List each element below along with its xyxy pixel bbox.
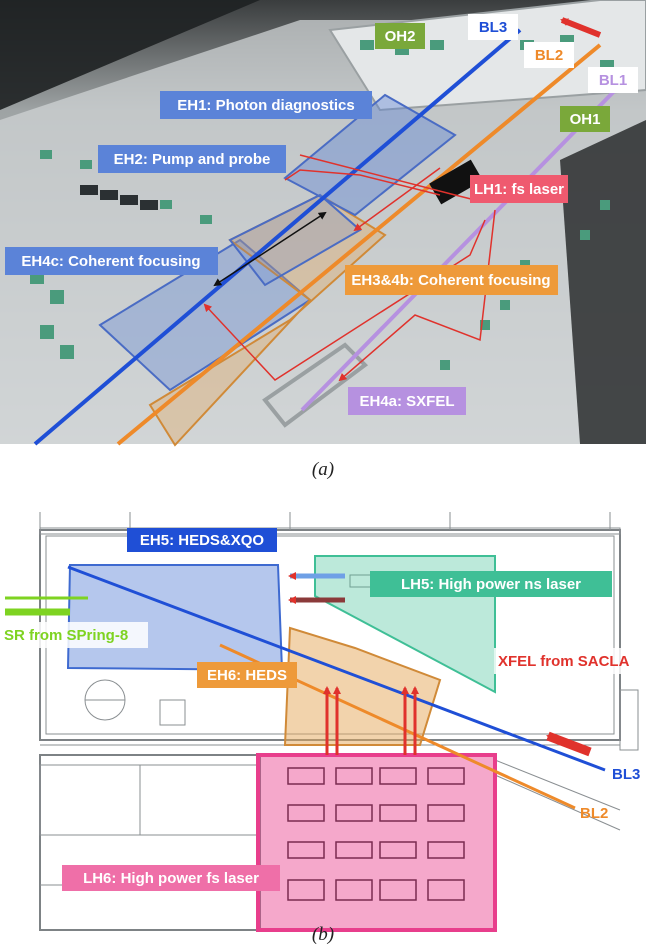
- label-xfel-text: XFEL from SACLA: [498, 653, 630, 670]
- xfel-arrow: [546, 731, 592, 757]
- laser-path-eh3: [203, 219, 486, 381]
- label-bl3: BL3: [468, 14, 518, 40]
- label-bl2-plan: BL2: [580, 805, 608, 822]
- dark-equipment-row: [80, 185, 158, 210]
- label-eh4a: EH4a: SXFEL: [348, 387, 466, 415]
- label-lh5-text: LH5: High power ns laser: [401, 576, 581, 593]
- hutch-eh6: [283, 626, 442, 746]
- laser-path-eh1: [299, 154, 476, 201]
- lh1-laser-unit: [429, 159, 483, 205]
- panel-a: OH2 BL3 BL2 BL1 OH1 EH1: Photon diagnost…: [0, 0, 646, 447]
- label-xfel: XFEL from SACLA: [494, 648, 642, 674]
- label-bl3-plan-text: BL3: [612, 766, 640, 783]
- label-eh5-text: EH5: HEDS&XQO: [140, 532, 265, 549]
- label-eh1-text: EH1: Photon diagnostics: [177, 97, 355, 114]
- label-eh3-4b-text: EH3&4b: Coherent focusing: [351, 272, 550, 289]
- label-sr: SR from SPring-8: [0, 622, 148, 648]
- hutch-eh1: [283, 93, 457, 217]
- beamline-bl3-plan: [67, 565, 606, 772]
- laser-path-lh1: [353, 167, 441, 232]
- label-lh5: LH5: High power ns laser: [370, 571, 612, 597]
- dark-upper-hall: [0, 0, 260, 110]
- dark-right-wall: [560, 120, 646, 444]
- label-bl1: BL1: [588, 67, 638, 93]
- label-lh1: LH1: fs laser: [470, 175, 568, 203]
- laser-path-eh2: [284, 169, 441, 196]
- label-eh4a-text: EH4a: SXFEL: [359, 393, 454, 410]
- label-bl2-plan-text: BL2: [580, 805, 608, 822]
- label-oh2-text: OH2: [385, 28, 416, 45]
- label-lh6-text: LH6: High power fs laser: [83, 870, 259, 887]
- label-eh2: EH2: Pump and probe: [98, 145, 286, 173]
- label-bl1-text: BL1: [599, 72, 627, 89]
- label-bl2-text: BL2: [535, 47, 563, 64]
- label-oh1-text: OH1: [570, 111, 601, 128]
- hutch-eh4a: [262, 342, 369, 428]
- label-eh3-4b: EH3&4b: Coherent focusing: [345, 265, 558, 295]
- label-eh6: EH6: HEDS: [197, 662, 297, 688]
- label-lh1-text: LH1: fs laser: [474, 181, 564, 198]
- label-oh1: OH1: [560, 106, 610, 132]
- label-eh5: EH5: HEDS&XQO: [127, 528, 277, 552]
- beamline-bl2: [116, 43, 602, 446]
- panel-b: EH5: HEDS&XQO LH5: High power ns laser S…: [0, 512, 642, 932]
- label-eh6-text: EH6: HEDS: [207, 667, 287, 684]
- hutch-eh5: [66, 564, 284, 672]
- label-bl3-text: BL3: [479, 19, 507, 36]
- label-eh1: EH1: Photon diagnostics: [160, 91, 372, 119]
- label-oh2: OH2: [375, 23, 425, 49]
- label-sr-text: SR from SPring-8: [4, 627, 128, 644]
- hutch-span-arrow: [213, 211, 327, 287]
- caption-b: (b): [312, 924, 334, 945]
- lh6-laser-tables: [287, 767, 465, 901]
- caption-a: (a): [312, 459, 334, 480]
- label-eh4c: EH4c: Coherent focusing: [5, 247, 218, 275]
- label-lh6: LH6: High power fs laser: [62, 865, 280, 891]
- label-eh4c-text: EH4c: Coherent focusing: [21, 253, 200, 270]
- label-bl2: BL2: [524, 42, 574, 68]
- incoming-beam-arrow: [560, 17, 602, 38]
- label-bl3-plan: BL3: [612, 766, 640, 783]
- label-eh2-text: EH2: Pump and probe: [114, 151, 271, 168]
